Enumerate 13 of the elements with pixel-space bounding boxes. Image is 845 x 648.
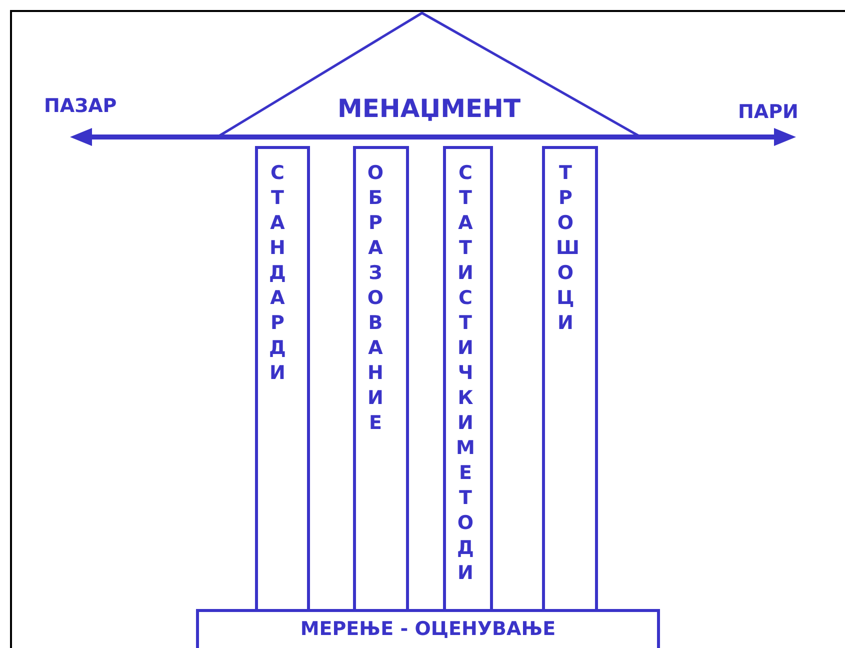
pillar-column [443, 146, 493, 612]
foundation-bar [196, 609, 660, 648]
pillar-label: СТАТИСТИЧКИМЕТОДИ [456, 161, 475, 586]
pillar-column [255, 146, 310, 612]
pillar-column [542, 146, 598, 612]
foundation-label: МЕРЕЊЕ - ОЦЕНУВАЊЕ [300, 618, 556, 640]
roof-triangle [218, 12, 640, 137]
side-label: ПАЗАР [44, 95, 117, 117]
pillar-column [353, 146, 409, 612]
pillar-label: СТАНДАРДИ [268, 161, 287, 386]
side-label: ПАРИ [738, 101, 798, 123]
pillar-label: ОБРАЗОВАНИЕ [366, 161, 385, 436]
roof-title: МЕНАЏМЕНТ [337, 94, 521, 123]
